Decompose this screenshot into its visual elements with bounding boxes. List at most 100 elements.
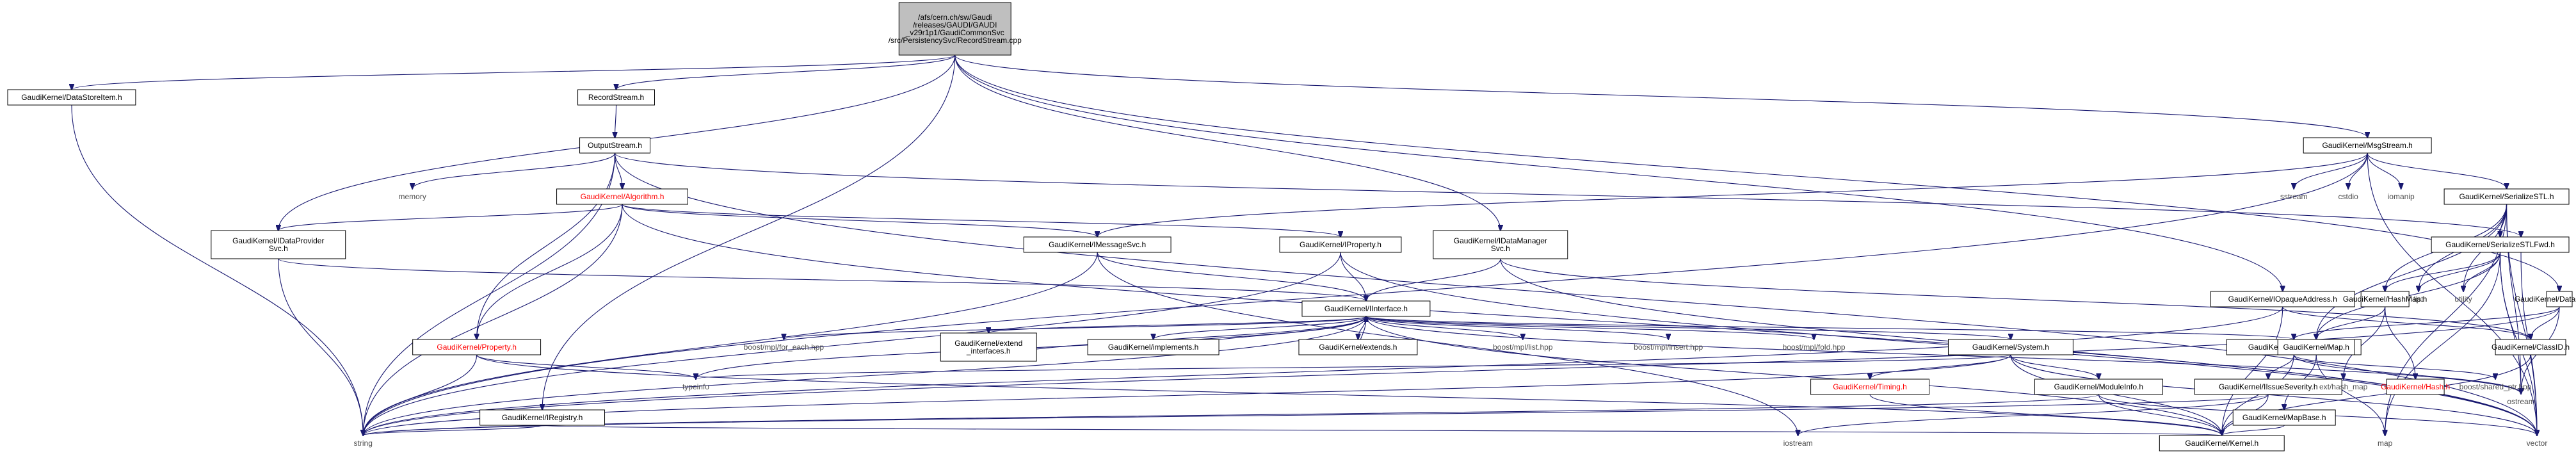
edge-system-to-vector — [2010, 354, 2537, 436]
edge-root-to-msgstream — [954, 54, 2367, 138]
edge-iproperty-to-string — [363, 252, 1341, 436]
node-hash[interactable]: GaudiKernel/Hash.h — [2381, 379, 2450, 395]
edge-msgstream-to-imessagesvc — [1097, 152, 2368, 237]
node-system-box — [1947, 339, 2073, 355]
node-kernel-box — [2159, 435, 2285, 452]
node-iregistry[interactable]: GaudiKernel/IRegistry.h — [479, 409, 606, 426]
node-implements[interactable]: GaudiKernel/implements.h — [1087, 339, 1220, 355]
edge-serializestlfwd-to-ostream — [2500, 252, 2521, 394]
edge-imessagesvc-to-iostream — [1097, 252, 1798, 436]
node-mapbase[interactable]: GaudiKernel/MapBase.h — [2232, 409, 2336, 426]
edge-root-to-iregistry — [542, 54, 956, 410]
node-property-box — [412, 339, 542, 355]
node-moduleinfo-label: GaudiKernel/ModuleInfo.h — [2054, 382, 2143, 391]
node-ostream-label: ostream — [2507, 397, 2534, 406]
node-root-label: /releases/GAUDI/GAUDI — [913, 20, 997, 29]
node-mapbase-box — [2232, 409, 2336, 426]
node-dataobject[interactable]: GaudiKernel/DataObject.h — [2515, 291, 2576, 307]
node-list[interactable]: list — [2414, 295, 2424, 304]
node-cstdio[interactable]: cstdio — [2338, 192, 2358, 201]
node-datastoreitem-box — [7, 89, 136, 106]
node-kernel-label: GaudiKernel/Kernel.h — [2185, 439, 2258, 448]
edge-timing-to-kernel — [1869, 394, 2222, 436]
edge-algorithm-to-property — [477, 204, 623, 339]
node-exthashmap[interactable]: ext/hash_map — [2319, 382, 2368, 391]
edge-serializestlfwd-to-hashmap — [2385, 252, 2501, 291]
node-recordstream[interactable]: RecordStream.h — [577, 89, 655, 106]
node-gkmap[interactable]: GaudiKernel/Map.h — [2277, 339, 2355, 355]
node-iproperty[interactable]: GaudiKernel/IProperty.h — [1279, 236, 1402, 253]
node-exthashmap-label: ext/hash_map — [2319, 382, 2368, 391]
node-iinterface[interactable]: GaudiKernel/IInterface.h — [1301, 300, 1431, 317]
edge-outputstream-to-string — [363, 152, 616, 436]
node-imessagesvc[interactable]: GaudiKernel/IMessageSvc.h — [1023, 236, 1171, 253]
nodes-layer: /afs/cern.ch/sw/Gaudi/releases/GAUDI/GAU… — [7, 2, 2576, 452]
node-sstream[interactable]: sstream — [2280, 192, 2308, 201]
edge-outputstream-to-property — [477, 152, 616, 339]
node-property-label: GaudiKernel/Property.h — [437, 343, 517, 352]
node-implements-box — [1087, 339, 1220, 355]
node-implements-label: GaudiKernel/implements.h — [1108, 343, 1198, 352]
node-extends-label: GaudiKernel/extends.h — [1319, 343, 1397, 352]
edge-mapbase-to-kernel — [2222, 425, 2285, 436]
edge-system-to-kernel — [2010, 354, 2222, 436]
node-iostream[interactable]: iostream — [1783, 439, 1813, 448]
edge-dataobject-to-string — [363, 306, 2560, 436]
edge-datastoreitem-to-string — [71, 104, 363, 436]
node-timing[interactable]: GaudiKernel/Timing.h — [1810, 379, 1929, 395]
node-dataobject-label: GaudiKernel/DataObject.h — [2515, 295, 2576, 304]
node-iomanip[interactable]: iomanip — [2388, 192, 2415, 201]
node-serializestlfwd[interactable]: GaudiKernel/SerializeSTLFwd.h — [2431, 236, 2570, 253]
node-imessagesvc-label: GaudiKernel/IMessageSvc.h — [1049, 240, 1146, 249]
edge-statuscode-to-sharedptr — [2293, 354, 2495, 379]
node-memory-label: memory — [399, 192, 426, 201]
node-iopaqueaddress[interactable]: GaudiKernel/IOpaqueAddress.h — [2210, 291, 2355, 307]
node-memory[interactable]: memory — [399, 192, 426, 201]
node-iissueseverity[interactable]: GaudiKernel/IIssueSeverity.h — [2194, 379, 2342, 395]
node-serializestl[interactable]: GaudiKernel/SerializeSTL.h — [2443, 188, 2570, 205]
node-root[interactable]: /afs/cern.ch/sw/Gaudi/releases/GAUDI/GAU… — [889, 2, 1022, 56]
node-classid[interactable]: GaudiKernel/ClassID.h — [2491, 339, 2570, 355]
node-algorithm[interactable]: GaudiKernel/Algorithm.h — [556, 188, 688, 205]
node-ostream[interactable]: ostream — [2507, 397, 2534, 406]
node-extends[interactable]: GaudiKernel/extends.h — [1298, 339, 1418, 355]
node-hashmap[interactable]: GaudiKernel/HashMap.h — [2343, 291, 2427, 307]
node-timing-box — [1810, 379, 1929, 395]
node-datastoreitem[interactable]: GaudiKernel/DataStoreItem.h — [7, 89, 136, 106]
node-msgstream[interactable]: GaudiKernel/MsgStream.h — [2303, 137, 2432, 154]
node-gkmap-label: GaudiKernel/Map.h — [2283, 343, 2349, 352]
node-mplinsert[interactable]: boost/mpl/insert.hpp — [1634, 343, 1703, 352]
node-map[interactable]: map — [2378, 439, 2393, 448]
edge-root-to-dataobject — [954, 54, 2559, 291]
node-map-label: map — [2378, 439, 2393, 448]
edge-property-to-kernel — [476, 354, 2222, 436]
node-mpllist[interactable]: boost/mpl/list.hpp — [1493, 343, 1553, 352]
node-idataprovidersvc-box — [211, 230, 346, 259]
node-hashmap-box — [2360, 291, 2410, 307]
node-foreach[interactable]: boost/mpl/for_each.hpp — [744, 343, 825, 352]
node-extendinterfaces-box — [940, 332, 1037, 362]
node-kernel[interactable]: GaudiKernel/Kernel.h — [2159, 435, 2285, 452]
node-mplfold[interactable]: boost/mpl/fold.hpp — [1783, 343, 1846, 352]
edge-statuscode-to-iissueseverity — [2268, 354, 2294, 379]
node-datastoreitem-label: GaudiKernel/DataStoreItem.h — [21, 93, 122, 102]
edge-iissueseverity-to-string — [363, 394, 2269, 436]
node-outputstream[interactable]: OutputStream.h — [579, 137, 650, 154]
node-outputstream-label: OutputStream.h — [588, 141, 642, 150]
edge-msgstream-to-vector — [2367, 152, 2537, 436]
node-sharedptr[interactable]: boost/shared_ptr.hpp — [2459, 382, 2532, 391]
node-extendinterfaces[interactable]: GaudiKernel/extend_interfaces.h — [940, 332, 1037, 362]
node-moduleinfo[interactable]: GaudiKernel/ModuleInfo.h — [2034, 379, 2163, 395]
node-system[interactable]: GaudiKernel/System.h — [1947, 339, 2073, 355]
edge-serializestl-to-gkmap — [2316, 204, 2508, 339]
node-system-label: GaudiKernel/System.h — [1972, 343, 2049, 352]
node-utility[interactable]: utility — [2454, 295, 2472, 304]
node-vector[interactable]: vector — [2527, 439, 2548, 448]
edge-msgstream-to-string — [363, 152, 2368, 436]
edge-property-to-typeinfo — [476, 354, 696, 379]
node-typeinfo[interactable]: typeinfo — [682, 382, 709, 391]
node-property[interactable]: GaudiKernel/Property.h — [412, 339, 542, 355]
node-string[interactable]: string — [354, 439, 373, 448]
